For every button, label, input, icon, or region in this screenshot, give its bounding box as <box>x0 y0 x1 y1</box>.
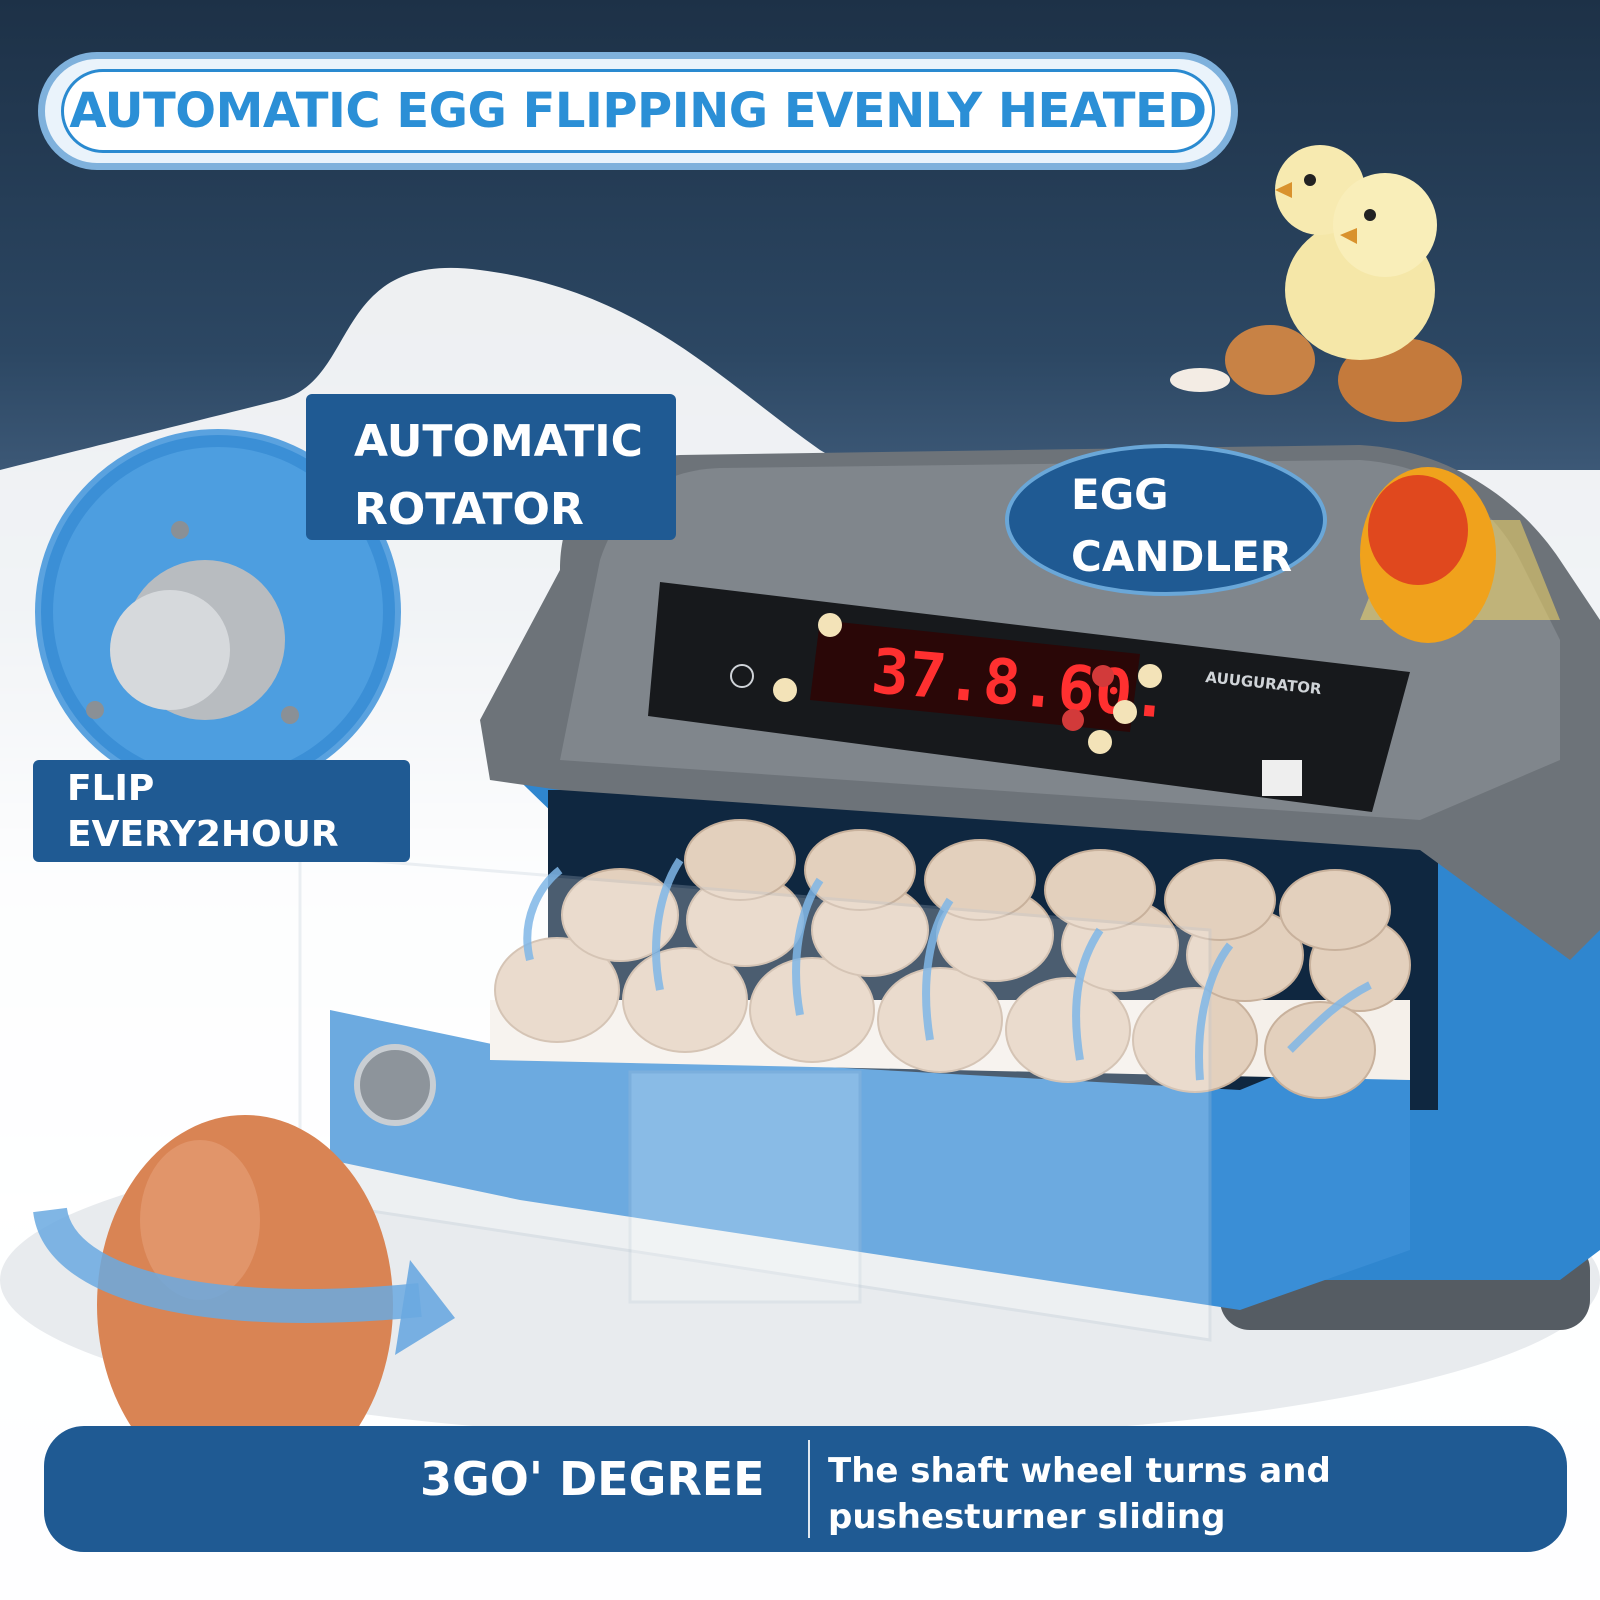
rotation-arrow <box>33 1206 422 1323</box>
candler-line1: EGG <box>1071 470 1169 519</box>
footer-bar <box>44 1426 1567 1552</box>
footer-description: The shaft wheel turns and pushesturner s… <box>828 1451 1331 1537</box>
flip-line1: FLIP <box>67 768 155 809</box>
candler-label: EGG CANDLER <box>1005 444 1327 596</box>
chicks <box>1170 145 1462 422</box>
shaft-wheel <box>354 1044 436 1126</box>
footer-divider <box>808 1440 810 1538</box>
led-display <box>810 620 1140 732</box>
airflow-arrows <box>523 857 1372 1081</box>
flip-line2: EVERY2HOUR <box>67 814 339 855</box>
rotator-line2: ROTATOR <box>354 484 584 535</box>
flip-label-box: FLIP EVERY2HOUR <box>33 760 410 862</box>
rotator-label-box: AUTOMATIC ROTATOR <box>306 394 676 540</box>
title-banner: AUTOMATIC EGG FLIPPING EVENLY HEATED <box>38 52 1238 170</box>
eggs <box>494 819 1411 1099</box>
banner-title: AUTOMATIC EGG FLIPPING EVENLY HEATED <box>69 83 1207 139</box>
degree-label: 3GO' DEGREE <box>420 1452 765 1506</box>
title-banner-inner: AUTOMATIC EGG FLIPPING EVENLY HEATED <box>61 69 1215 153</box>
candler-line2: CANDLER <box>1071 532 1293 581</box>
rotator-line1: AUTOMATIC <box>354 416 643 467</box>
egg-tray <box>330 1010 1410 1310</box>
